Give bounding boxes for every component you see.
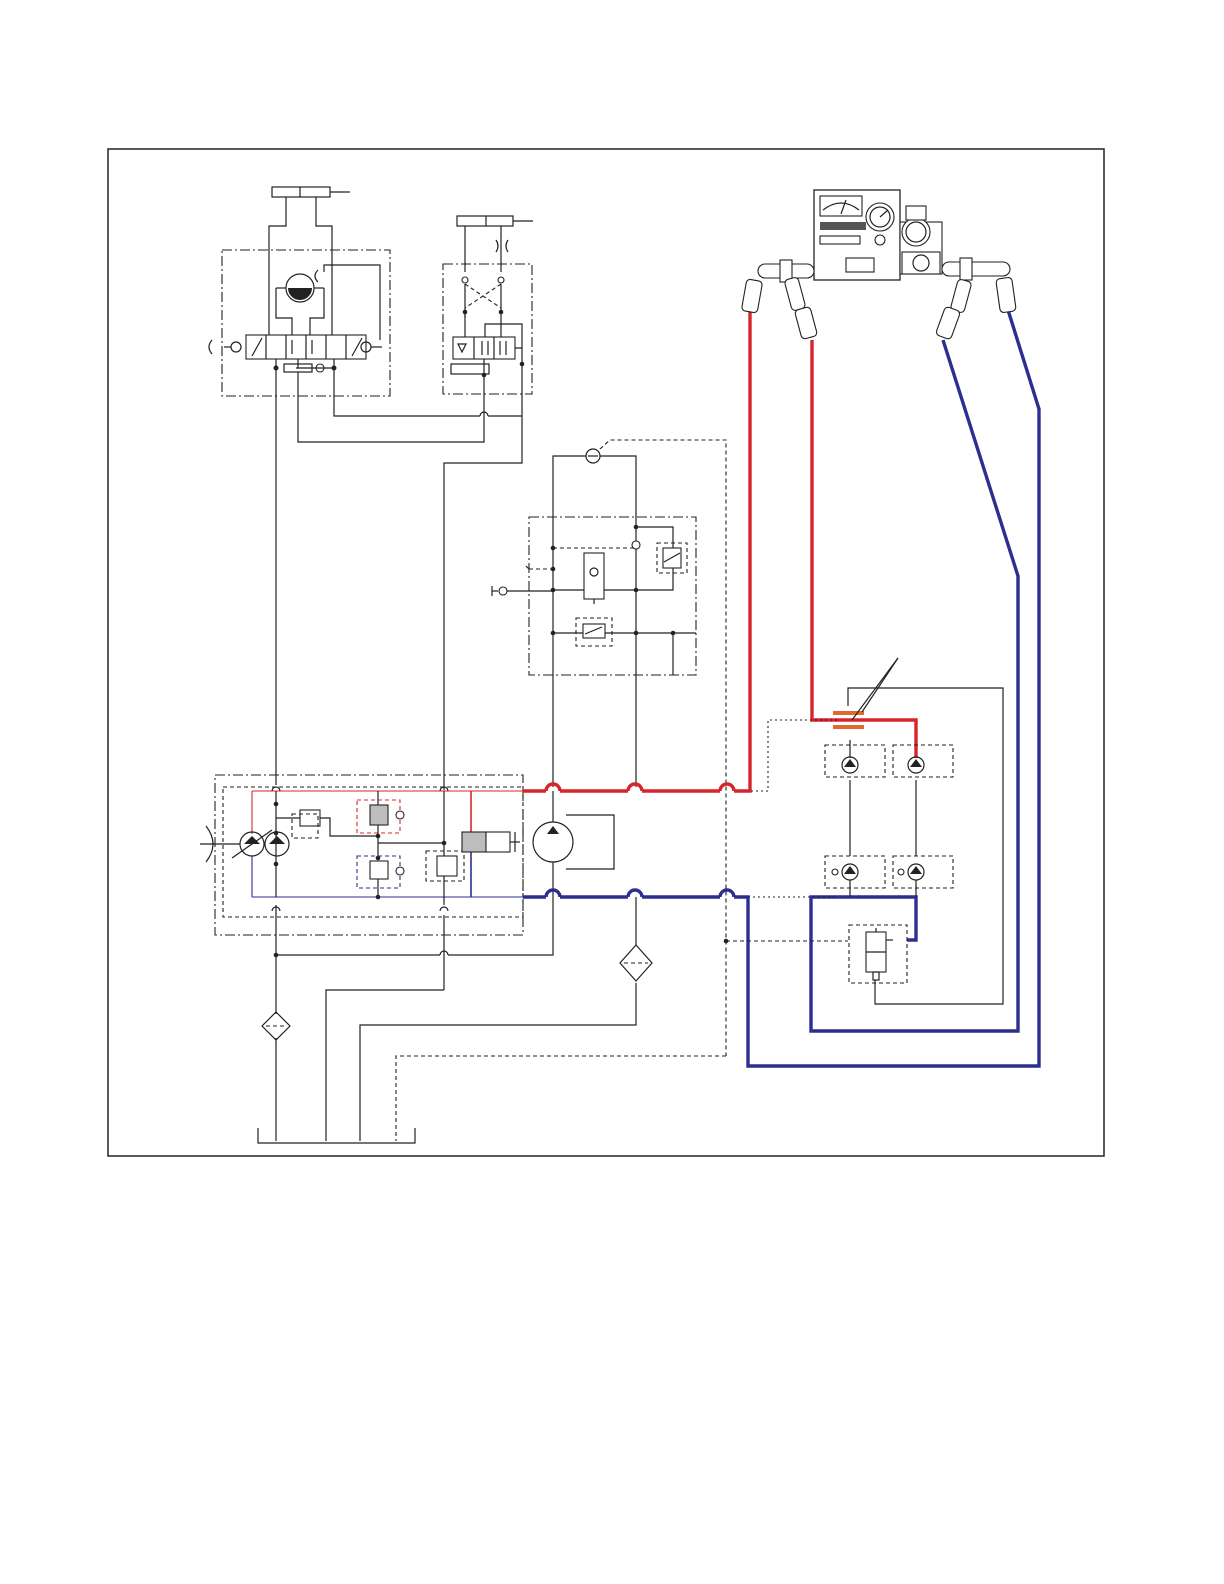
- steering-valve-block: [443, 264, 532, 394]
- case-drain-filter: [620, 945, 652, 981]
- pressure-hose: [523, 312, 916, 791]
- coupler-marks: [833, 658, 898, 727]
- hydraulic-tester: [741, 190, 1016, 340]
- reservoir: [258, 1128, 415, 1143]
- pilot-lines: [724, 720, 848, 943]
- test-manifold-block: [825, 688, 1003, 1004]
- return-filter: [262, 1012, 290, 1040]
- upper-interconnect-lines: [276, 368, 522, 790]
- main-control-valve-block: [209, 250, 390, 396]
- lift-cylinder: [269, 187, 350, 340]
- pump-control-block: [492, 440, 726, 1056]
- pump-block: [200, 775, 614, 935]
